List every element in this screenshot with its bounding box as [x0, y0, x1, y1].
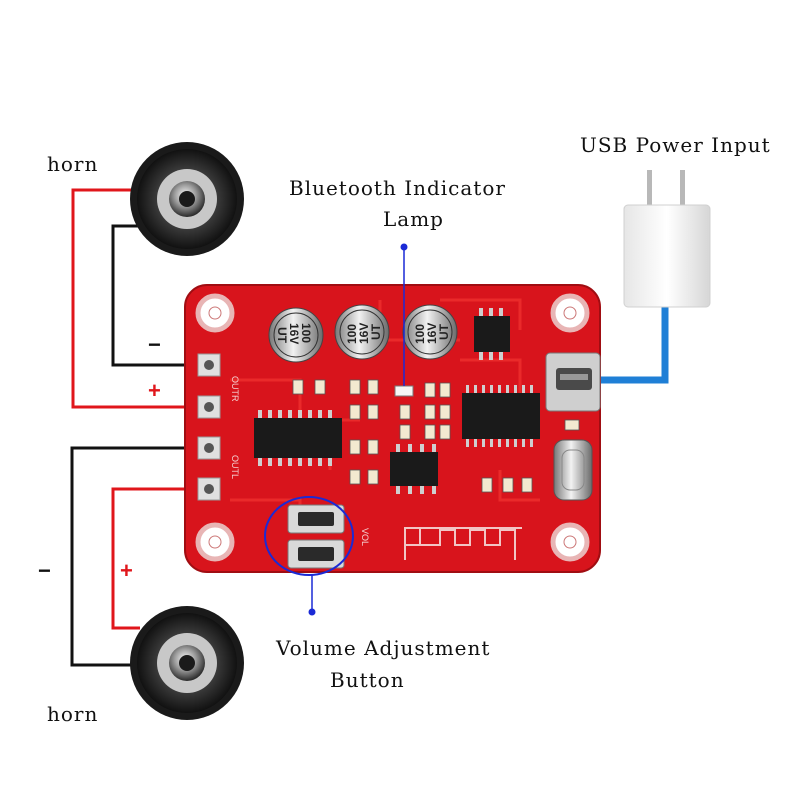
- silk-outr: OUTR: [230, 376, 240, 402]
- bluetooth-chip: [462, 385, 540, 447]
- mounting-holes: [195, 293, 590, 562]
- horn-label-bottom: horn: [47, 702, 98, 726]
- silk-vol: VOL: [360, 528, 370, 546]
- usb-power-label: USB Power Input: [580, 133, 771, 157]
- capacitor-1: 100 16V UT: [268, 307, 324, 363]
- top-minus-sign: −: [148, 332, 161, 357]
- cap-1-voltage: 16V: [287, 323, 301, 344]
- volume-adjustment-label-2: Button: [330, 668, 405, 692]
- capacitor-2: 100 16V UT: [334, 304, 390, 360]
- bottom-minus-sign: −: [38, 558, 51, 583]
- capacitor-3: 100 16V UT: [402, 304, 458, 360]
- bottom-speaker: [130, 606, 244, 720]
- bottom-black-wire: [70, 446, 200, 667]
- cap-3-value: 100: [413, 324, 427, 344]
- volume-button-highlight: [264, 496, 354, 576]
- small-chip-middle: [390, 444, 438, 494]
- top-red-wire: [71, 188, 200, 409]
- cap-3-code: UT: [437, 323, 451, 340]
- bt-indicator-label: Bluetooth Indicator: [289, 176, 506, 200]
- bluetooth-led: [394, 385, 414, 397]
- output-terminals: [197, 353, 221, 501]
- bluetooth-antenna: [404, 527, 522, 560]
- cap-2-voltage: 16V: [357, 323, 371, 344]
- bottom-plus-sign: +: [120, 558, 133, 583]
- vol-callout-dot: [308, 608, 316, 616]
- usb-power-plug: [623, 170, 711, 308]
- micro-usb-port: [545, 352, 601, 412]
- cap-2-value: 100: [345, 324, 359, 344]
- top-plus-sign: +: [148, 378, 161, 403]
- bt-indicator-label-2: Lamp: [383, 207, 444, 231]
- cap-3-voltage: 16V: [425, 323, 439, 344]
- volume-adjustment-label: Volume Adjustment: [275, 636, 490, 660]
- top-speaker: [130, 142, 244, 256]
- horn-label-top: horn: [47, 152, 98, 176]
- cap-2-code: UT: [369, 323, 383, 340]
- cap-1-value: 100: [299, 323, 313, 343]
- small-chip-top: [474, 308, 510, 360]
- usb-cable: [600, 305, 669, 384]
- bottom-red-wire: [111, 487, 200, 630]
- cap-1-code: UT: [275, 327, 289, 344]
- speaker-wires: [70, 188, 200, 667]
- smd-components: [292, 379, 580, 493]
- silk-outl: OUTL: [230, 455, 240, 479]
- callouts: [264, 243, 408, 616]
- volume-buttons: [287, 504, 345, 569]
- bluetooth-amplifier-board: OUTR OUTL VOL 100 16V UT 100 16V UT: [184, 284, 601, 573]
- top-black-wire: [111, 224, 200, 367]
- crystal-oscillator: [553, 439, 593, 501]
- amplifier-chip: [254, 410, 342, 466]
